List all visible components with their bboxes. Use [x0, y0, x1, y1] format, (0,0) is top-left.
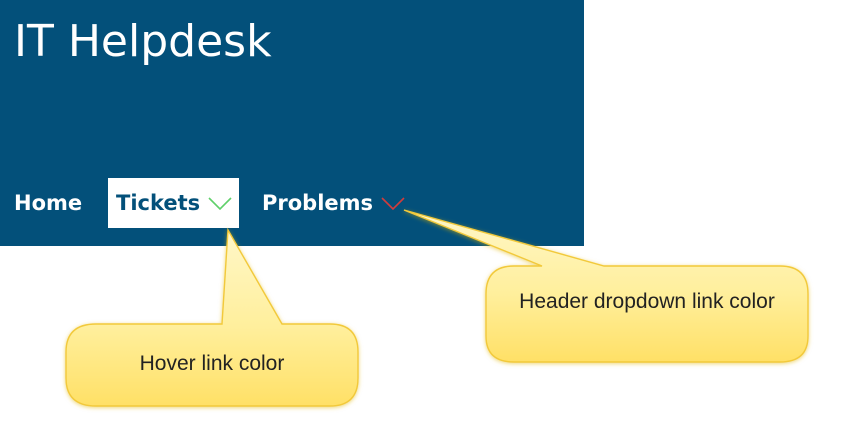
nav-item-problems[interactable]: Problems: [262, 178, 405, 228]
nav-item-home[interactable]: Home: [14, 178, 82, 228]
site-header: IT Helpdesk Home Tickets Problems: [0, 0, 584, 246]
hover-callout-bubble: [65, 227, 359, 407]
site-title: IT Helpdesk: [14, 16, 272, 67]
nav-item-home-label: Home: [14, 191, 83, 215]
top-navigation: Home Tickets Problems: [0, 178, 584, 228]
chevron-down-icon: [208, 197, 232, 211]
nav-item-tickets-label: Tickets: [116, 191, 201, 215]
dropdown-callout-text: Header dropdown link color: [519, 290, 775, 313]
dropdown-callout-bubble: [403, 209, 809, 363]
chevron-down-icon: [381, 197, 405, 211]
nav-item-tickets[interactable]: Tickets: [108, 178, 239, 228]
hover-callout-text: Hover link color: [139, 352, 285, 375]
nav-item-problems-label: Problems: [262, 191, 374, 215]
